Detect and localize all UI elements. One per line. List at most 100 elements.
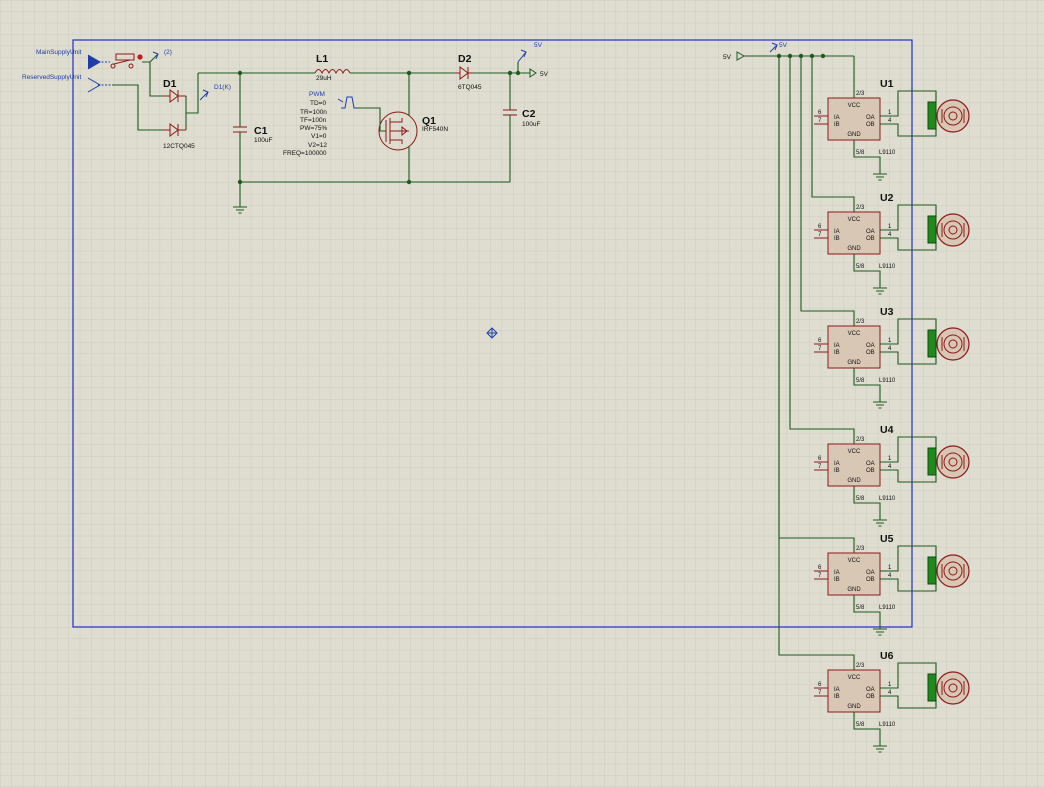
svg-text:(2): (2): [164, 49, 172, 56]
diode-d1[interactable]: D1 12CTQ045: [163, 73, 199, 150]
pin-out-a-number: 1: [888, 456, 892, 462]
supply-switch[interactable]: [110, 53, 143, 69]
pin-in-a-number: 6: [818, 682, 822, 688]
input-pins: [814, 570, 828, 580]
motor-icon[interactable]: [927, 213, 970, 247]
motor-icon[interactable]: [927, 671, 970, 705]
ground-symbol: [873, 173, 887, 181]
terminal-d1k: D1(K): [199, 84, 231, 101]
pin-out-a-number: 1: [888, 224, 892, 230]
mosfet-q1[interactable]: Q1 IRF540N: [378, 73, 448, 182]
pin-ib-label: IB: [834, 468, 840, 474]
pin-out-a-number: 1: [888, 110, 892, 116]
pin-gnd-label: GND: [847, 360, 861, 366]
pin-ib-label: IB: [834, 236, 840, 242]
driver-ref: U2: [880, 192, 894, 204]
motor-icon[interactable]: [927, 554, 970, 588]
motor-wire-b: [880, 123, 937, 137]
motor-wire-b: [880, 469, 937, 483]
capacitor-c2[interactable]: C2 100uF: [503, 73, 540, 182]
pwm-name: PWM: [309, 91, 325, 98]
pwm-param: FREQ=100000: [283, 150, 327, 157]
pin-ib-label: IB: [834, 577, 840, 583]
pin-ib-label: IB: [834, 122, 840, 128]
diode-d2[interactable]: D2 6TQ045: [456, 53, 482, 91]
pin-bottom-number: 5/8: [856, 496, 865, 502]
driver-part: L9110: [879, 722, 896, 728]
input-5v-terminal: 5V: [723, 51, 746, 61]
driver-chip-body: [827, 325, 881, 369]
driver-ref: U6: [880, 650, 894, 662]
main-supply-terminal[interactable]: MainSupplyUnit: [36, 49, 110, 70]
motor-wire-a: [880, 204, 937, 231]
driver-part: L9110: [879, 496, 896, 502]
pin-ob-label: OB: [866, 350, 875, 356]
input-pins: [814, 229, 828, 239]
ground-symbol: [873, 519, 887, 527]
pin-bottom-number: 5/8: [856, 378, 865, 384]
capacitor-c1[interactable]: C1 100uF: [233, 73, 272, 207]
motor-wire-a: [880, 545, 937, 572]
ground-wire: [853, 712, 881, 746]
driver-ref: U5: [880, 533, 894, 545]
terminal-5v-c: 5V: [769, 42, 788, 53]
inductor-l1[interactable]: L1 29uH: [314, 53, 351, 82]
driver-part: L9110: [879, 378, 896, 384]
c2-value: 100uF: [522, 121, 540, 128]
pin-in-a-number: 6: [818, 338, 822, 344]
ground-symbol: [873, 287, 887, 295]
motor-wire-b: [880, 578, 937, 592]
pin-ob-label: OB: [866, 468, 875, 474]
pin-ia-label: IA: [834, 229, 840, 235]
pin-in-b-number: 7: [818, 118, 822, 124]
pin-in-b-number: 7: [818, 346, 822, 352]
driver-chip-body: [827, 97, 881, 141]
svg-text:5V: 5V: [779, 42, 788, 49]
motor-wire-b: [880, 351, 937, 365]
motor-icon[interactable]: [927, 99, 970, 133]
motor-wire-a: [880, 90, 937, 117]
svg-text:D1(K): D1(K): [214, 84, 231, 91]
ground-wire: [853, 368, 881, 402]
pin-oa-label: OA: [866, 461, 875, 467]
pin-vcc-label: VCC: [848, 331, 861, 337]
input-pins: [814, 115, 828, 125]
ground-symbol: [873, 745, 887, 753]
pin-in-b-number: 7: [818, 464, 822, 470]
pin-top-number: 2/3: [856, 205, 865, 211]
ground-wire: [853, 254, 881, 288]
pin-in-b-number: 7: [818, 232, 822, 238]
pin-top-number: 2/3: [856, 437, 865, 443]
pin-gnd-label: GND: [847, 704, 861, 710]
terminal-2: (2): [149, 49, 172, 63]
motor-icon[interactable]: [927, 445, 970, 479]
pin-ob-label: OB: [866, 577, 875, 583]
pin-out-b-number: 4: [888, 573, 892, 579]
pin-oa-label: OA: [866, 687, 875, 693]
pwm-source[interactable]: PWM TD=0 TR=100n TF=100n PW=75% V1=0 V2=…: [283, 91, 358, 157]
pin-in-a-number: 6: [818, 456, 822, 462]
pin-gnd-label: GND: [847, 246, 861, 252]
pin-out-a-number: 1: [888, 338, 892, 344]
pin-in-b-number: 7: [818, 690, 822, 696]
driver-ref: U3: [880, 306, 894, 318]
reserved-supply-terminal[interactable]: ReservedSupplyUnit: [22, 74, 112, 93]
driver-part: L9110: [879, 605, 896, 611]
input-pins: [814, 687, 828, 697]
input-pins: [814, 343, 828, 353]
pin-ob-label: OB: [866, 122, 875, 128]
pin-bottom-number: 5/8: [856, 722, 865, 728]
motor-icon[interactable]: [927, 327, 970, 361]
pin-gnd-label: GND: [847, 478, 861, 484]
pin-ia-label: IA: [834, 461, 840, 467]
svg-text:5V: 5V: [723, 54, 732, 61]
pin-ia-label: IA: [834, 115, 840, 121]
pin-oa-label: OA: [866, 343, 875, 349]
